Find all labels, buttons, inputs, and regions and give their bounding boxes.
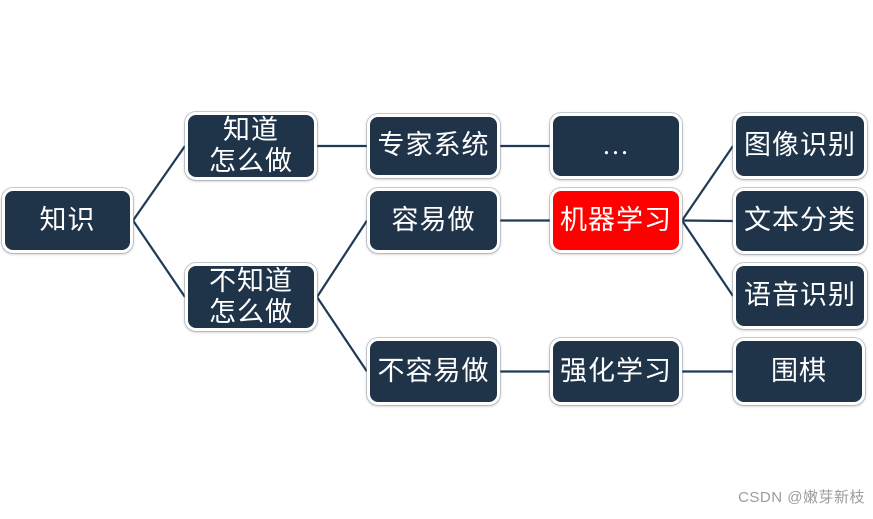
node-knowledge: 知识	[2, 188, 133, 253]
node-not-easy: 不容易做	[367, 338, 500, 405]
node-image-recognition: 图像识别	[733, 113, 867, 179]
edge-machine-learning--text-classification	[681, 219, 734, 223]
node-reinforcement-learning: 强化学习	[550, 338, 682, 405]
edge-knowledge--not-know-how	[132, 219, 186, 298]
watermark: CSDN @嫩芽新枝	[738, 489, 865, 506]
node-easy: 容易做	[367, 188, 500, 253]
node-expert-system: 专家系统	[367, 114, 500, 178]
node-text-classification: 文本分类	[733, 188, 867, 254]
edge-knowledge--know-how	[132, 145, 186, 222]
node-speech-recognition: 语音识别	[733, 263, 867, 329]
edge-not-know-how--not-easy	[316, 296, 368, 373]
node-know-how: 知道 怎么做	[185, 112, 317, 180]
node-go: 围棋	[733, 338, 865, 405]
node-more: …	[550, 113, 682, 179]
edge-not-know-how--easy	[316, 219, 368, 298]
edge-machine-learning--image-recognition	[681, 145, 734, 222]
node-machine-learning: 机器学习	[550, 188, 682, 253]
edge-machine-learning--speech-recognition	[681, 219, 734, 297]
node-not-know-how: 不知道 怎么做	[185, 263, 317, 331]
